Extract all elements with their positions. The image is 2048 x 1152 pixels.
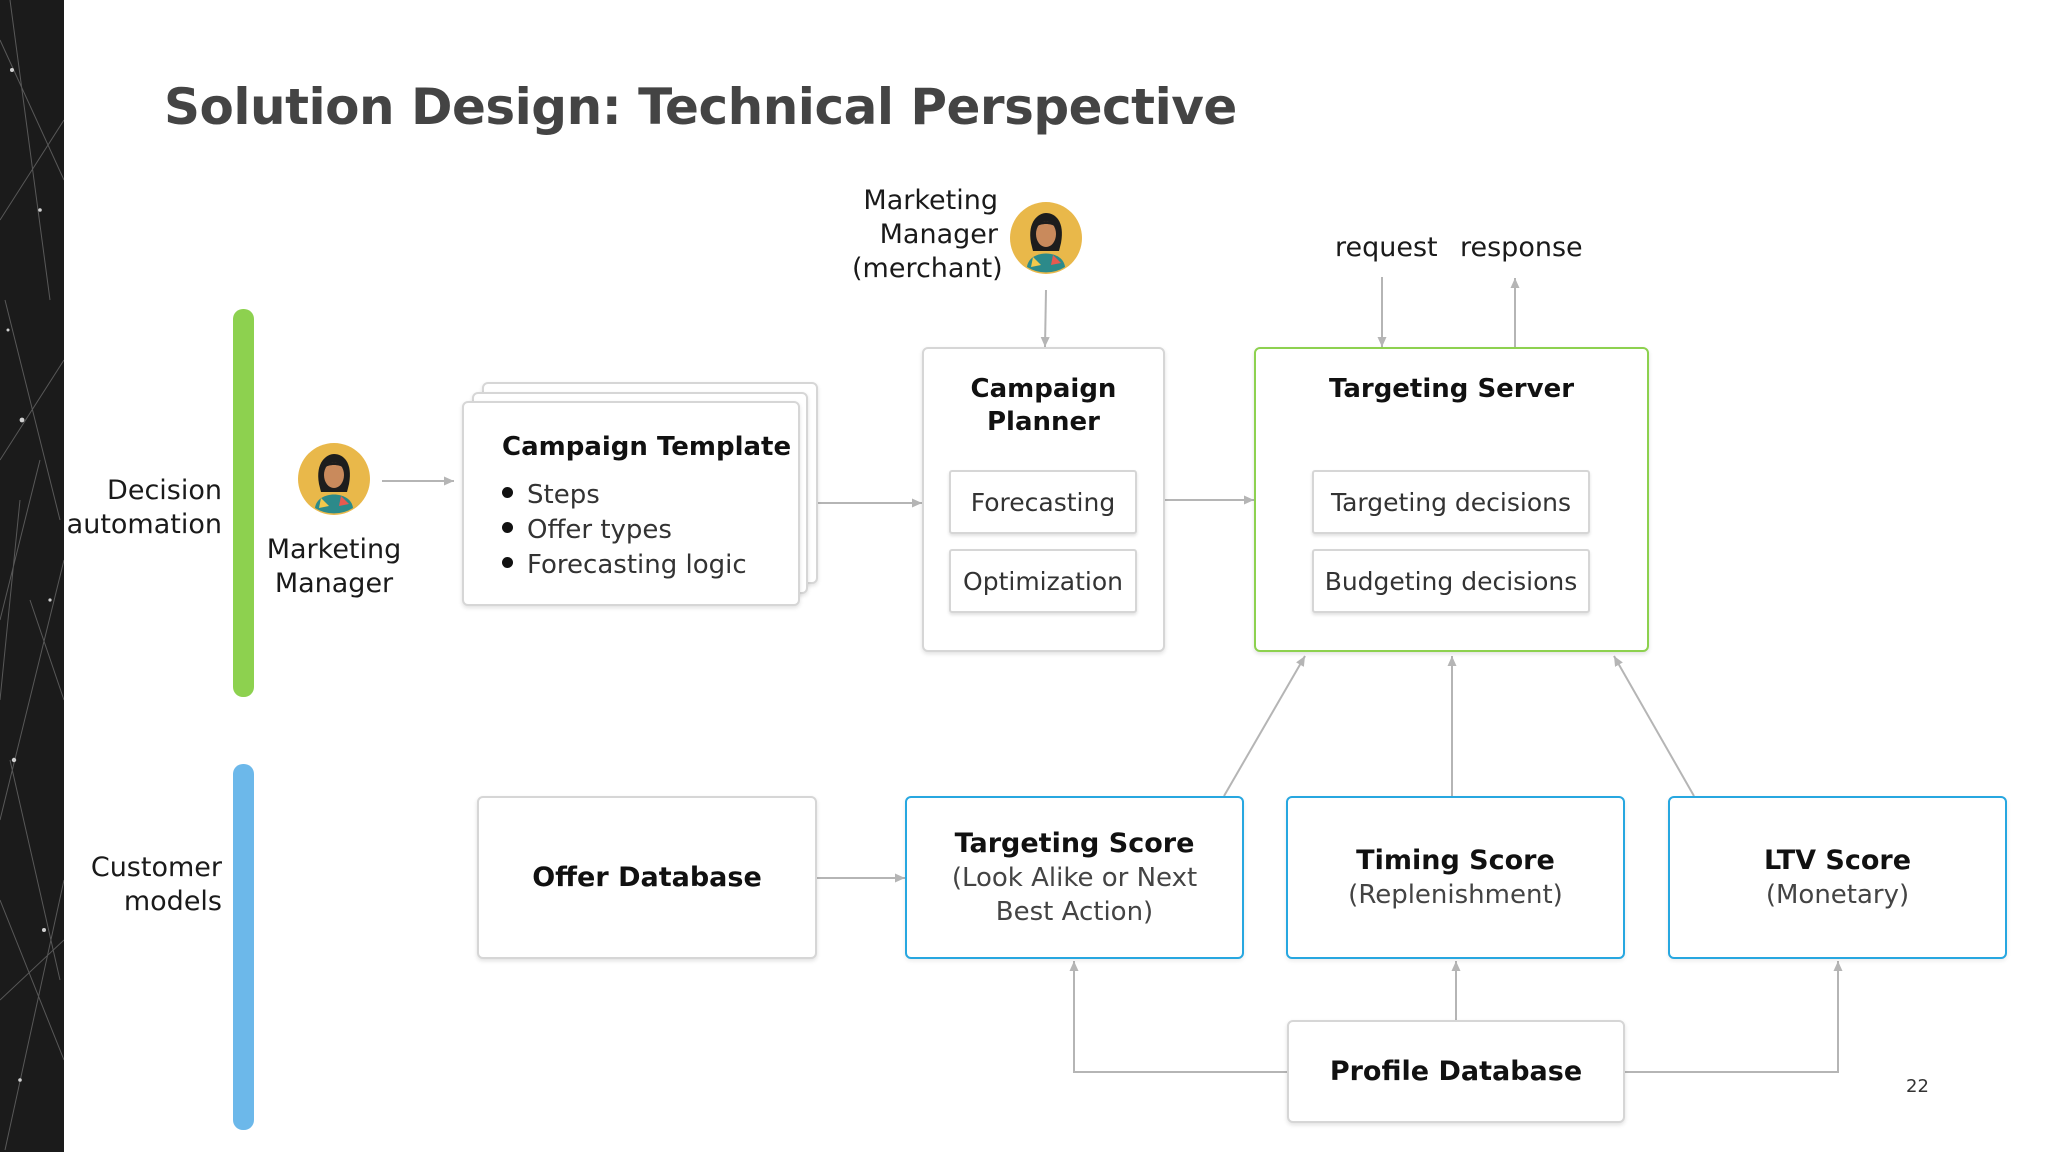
decorative-side-strip (0, 0, 64, 1152)
profile-database-title: Profile Database (1329, 1055, 1583, 1087)
offer-database-box: Offer Database (477, 796, 817, 959)
page-title: Solution Design: Technical Perspective (164, 78, 1237, 136)
woman-avatar-icon (298, 443, 370, 515)
woman-avatar-icon (1010, 202, 1082, 274)
manager-label-line: Manager (274, 568, 394, 599)
arrow-profile-to-ltv-score (1625, 961, 1843, 1073)
optimization-module: Optimization (949, 549, 1137, 613)
budgeting-decisions-module: Budgeting decisions (1312, 549, 1590, 613)
list-item: Forecasting logic (502, 548, 798, 583)
campaign-template-title: Campaign Template (502, 432, 792, 462)
timing-score-title: Timing Score (1356, 844, 1555, 876)
list-item-label: Steps (527, 480, 600, 510)
targeting-decisions-module: Targeting decisions (1312, 470, 1590, 534)
list-item: Offer types (502, 513, 798, 548)
list-item: Steps (502, 478, 798, 513)
campaign-planner-title-line: Campaign (970, 374, 1117, 404)
targeting-score-subtitle: (Look Alike or Next Best Action) (951, 862, 1198, 927)
layer-label-models: Customer models (90, 852, 222, 917)
campaign-template-list: Steps Offer types Forecasting logic (502, 478, 798, 583)
models-layer-bar (233, 764, 254, 1130)
decision-layer-bar (233, 309, 254, 697)
manager-label-line: Marketing (266, 534, 402, 565)
response-label: response (1460, 232, 1583, 263)
marketing-manager-label: Marketing Manager (262, 533, 406, 601)
offer-database-title: Offer Database (532, 861, 762, 893)
bullet-icon (502, 557, 513, 568)
forecasting-module: Forecasting (949, 470, 1137, 534)
arrow-targeting-score-to-server (1223, 655, 1306, 797)
bullet-icon (502, 522, 513, 533)
timing-score-subtitle: (Replenishment) (1348, 879, 1563, 910)
page-number: 22 (1906, 1076, 1929, 1097)
ltv-score-box: LTV Score (Monetary) (1668, 796, 2007, 959)
campaign-template-box: Campaign Template Steps Offer types Fore… (462, 401, 800, 606)
arrow-merchant-to-planner (1040, 289, 1050, 348)
campaign-planner-title: Campaign Planner (924, 373, 1163, 439)
profile-database-box: Profile Database (1287, 1020, 1625, 1123)
targeting-score-box: Targeting Score (Look Alike or Next Best… (905, 796, 1244, 959)
merchant-label: Marketing Manager (merchant) (852, 184, 1003, 286)
timing-score-box: Timing Score (Replenishment) (1286, 796, 1625, 959)
ltv-score-subtitle: (Monetary) (1765, 879, 1910, 910)
targeting-score-title: Targeting Score (954, 827, 1195, 859)
request-label: request (1335, 232, 1438, 263)
merchant-label-line: (merchant) (852, 253, 1003, 284)
merchant-label-line: Marketing (863, 185, 998, 216)
layer-label-decision: Decision automation (66, 475, 222, 540)
campaign-planner-title-line: Planner (987, 407, 1100, 437)
arrow-profile-to-targeting-score (1069, 961, 1287, 1073)
list-item-label: Forecasting logic (527, 550, 747, 580)
arrow-ltv-score-to-server (1613, 655, 1695, 797)
ltv-score-title: LTV Score (1763, 844, 1912, 876)
bullet-icon (502, 487, 513, 498)
targeting-server-title: Targeting Server (1328, 374, 1575, 404)
merchant-label-line: Manager (879, 219, 998, 250)
list-item-label: Offer types (527, 515, 672, 545)
